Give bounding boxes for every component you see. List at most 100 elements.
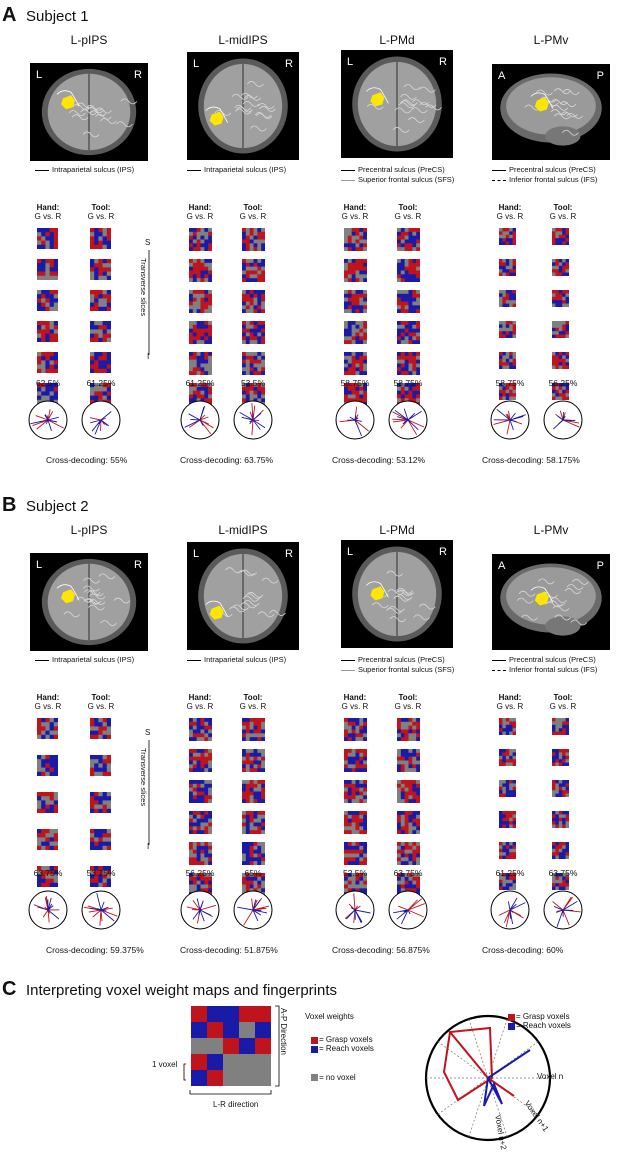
sulcus-legend: Intraparietal sulcus (IPS) (187, 655, 286, 664)
voxel-weight-map (37, 383, 58, 404)
hand-header-title: Hand: (343, 203, 367, 212)
voxel-weight-map (90, 259, 111, 280)
legend-text: Precentral sulcus (PreCS) (509, 165, 596, 174)
inferior-label: I (147, 842, 150, 851)
voxel-weight-map (189, 290, 212, 313)
grasp-swatch (311, 1037, 318, 1044)
panel-letter: B (2, 494, 17, 516)
voxel-weight-map (90, 829, 111, 850)
tool-header-title: Tool: (398, 203, 418, 212)
tool-header-title: Tool: (553, 693, 573, 702)
tool-accuracy: 63.75% (393, 868, 423, 878)
orientation-right-label: R (134, 559, 142, 571)
lr-direction-label: L-R direction (213, 1100, 259, 1109)
hand-fingerprint (490, 890, 530, 930)
hand-accuracy: 52.5% (342, 868, 368, 878)
voxel-weight-map (344, 842, 367, 865)
legend-line-icon (187, 659, 201, 661)
tool-header-sub: G vs. R (239, 702, 267, 711)
voxel-weight-map (242, 290, 265, 313)
voxel-weight-map (397, 290, 420, 313)
orientation-left-label: L (347, 546, 354, 558)
tool-header-sub: G vs. R (87, 702, 115, 711)
orientation-left-label: L (36, 69, 43, 81)
voxel-weight-map (344, 290, 367, 313)
voxel-weight-map (37, 259, 58, 280)
hand-header: Hand:G vs. R (28, 693, 68, 711)
tool-fingerprint (388, 890, 428, 930)
brain-slice-drawing (352, 56, 442, 152)
tool-header-title: Tool: (398, 693, 418, 702)
voxel-weight-map (499, 873, 516, 890)
legend-line-icon (341, 659, 355, 661)
grasp-legend: = Grasp voxels (319, 1035, 373, 1044)
legend-text: Intraparietal sulcus (IPS) (52, 655, 135, 664)
sulcus-legend: Superior frontal sulcus (SFS) (341, 175, 454, 184)
voxel-weight-map (397, 383, 420, 406)
brain-slice-drawing (500, 563, 602, 636)
hand-header-sub: G vs. R (34, 212, 62, 221)
voxel-weight-map (37, 792, 58, 813)
brain-slice-drawing (352, 546, 442, 642)
hand-header-title: Hand: (36, 203, 60, 212)
voxel-weight-map (189, 259, 212, 282)
legend-text: Inferior frontal sulcus (IFS) (509, 665, 598, 674)
inferior-label: I (147, 352, 150, 361)
tool-accuracy: 65% (244, 868, 262, 878)
voxel-weight-map (397, 321, 420, 344)
tool-header: Tool:G vs. R (233, 203, 273, 221)
legend-line-icon (492, 659, 506, 661)
hand-header: Hand:G vs. R (335, 203, 375, 221)
voxel-weight-map (90, 290, 111, 311)
voxel-weight-map (552, 842, 569, 859)
voxel-weight-map (552, 749, 569, 766)
cross-decoding-label: Cross-decoding: 51.875% (180, 945, 278, 955)
voxel-weight-map (90, 866, 111, 887)
voxel-weights-label: Voxel weights (305, 1012, 354, 1021)
hand-header-title: Hand: (188, 203, 212, 212)
hand-header-title: Hand: (36, 693, 60, 702)
voxel-weight-map (242, 780, 265, 803)
brain-slice-drawing (41, 558, 137, 646)
voxel-n-label: Voxel n (537, 1072, 564, 1081)
superior-label: S (145, 238, 151, 247)
sulcus-legend: Intraparietal sulcus (IPS) (35, 165, 134, 174)
voxel-weight-map (344, 228, 367, 251)
voxel-weight-map (552, 259, 569, 276)
voxel-weight-map (90, 352, 111, 373)
voxel-weight-map (242, 228, 265, 251)
sulcus-legend: Precentral sulcus (PreCS) (492, 655, 596, 664)
tool-fingerprint (543, 400, 583, 440)
hand-accuracy: 63.75% (33, 868, 63, 878)
roi-title: L-midIPS (218, 33, 268, 47)
voxel-weight-map (397, 718, 420, 741)
voxel-weight-map (242, 749, 265, 772)
hand-header: Hand:G vs. R (490, 203, 530, 221)
orientation-left-label: L (347, 56, 354, 68)
voxel-weight-map (90, 792, 111, 813)
hand-accuracy: 61.25% (185, 378, 215, 388)
hand-header-sub: G vs. R (496, 702, 524, 711)
orientation-left-label: A (498, 70, 506, 82)
voxel-weight-map (397, 228, 420, 251)
voxel-weight-map (37, 352, 58, 373)
panel-letter: C (2, 978, 17, 1000)
voxel-weight-map (499, 718, 516, 735)
voxel-weight-map (37, 321, 58, 342)
voxel-weight-map (37, 228, 58, 249)
roi-title: L-midIPS (218, 523, 268, 537)
fp-reach-legend: = Reach voxels (516, 1021, 571, 1030)
hand-accuracy: 56.25% (185, 868, 215, 878)
reach-swatch (311, 1046, 318, 1053)
voxel-weight-map (397, 842, 420, 865)
tool-fingerprint (388, 400, 428, 440)
orientation-right-label: R (285, 58, 293, 70)
sulcus-legend: Superior frontal sulcus (SFS) (341, 665, 454, 674)
tool-header: Tool:G vs. R (81, 203, 121, 221)
roi-title: L-PMv (533, 33, 569, 47)
legend-text: Superior frontal sulcus (SFS) (358, 175, 455, 184)
